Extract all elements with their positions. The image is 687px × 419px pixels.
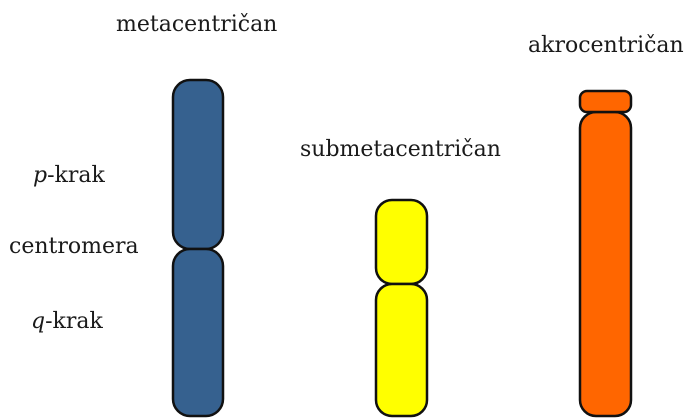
label-acrocentric: akrocentričan <box>528 33 684 58</box>
metacentric-p-arm <box>171 78 225 251</box>
label-q-arm: q-krak <box>31 309 103 335</box>
label-p-arm: p-krak <box>33 163 105 189</box>
metacentric-q-arm <box>171 247 225 418</box>
acrocentric-q-arm <box>578 110 633 418</box>
label-p-arm-letter: p <box>33 163 48 188</box>
label-metacentric: metacentričan <box>116 12 278 37</box>
label-q-arm-letter: q <box>31 309 46 334</box>
metacentric-chromosome <box>171 78 225 418</box>
submetacentric-p-arm <box>374 198 429 286</box>
acrocentric-chromosome <box>578 89 633 418</box>
label-p-arm-suffix: -krak <box>47 163 105 188</box>
acrocentric-p-arm <box>578 89 633 114</box>
submetacentric-q-arm <box>374 282 429 418</box>
label-centromere: centromera <box>9 234 139 259</box>
label-submetacentric: submetacentričan <box>300 137 501 162</box>
submetacentric-chromosome <box>374 198 429 418</box>
label-q-arm-suffix: -krak <box>45 309 103 334</box>
